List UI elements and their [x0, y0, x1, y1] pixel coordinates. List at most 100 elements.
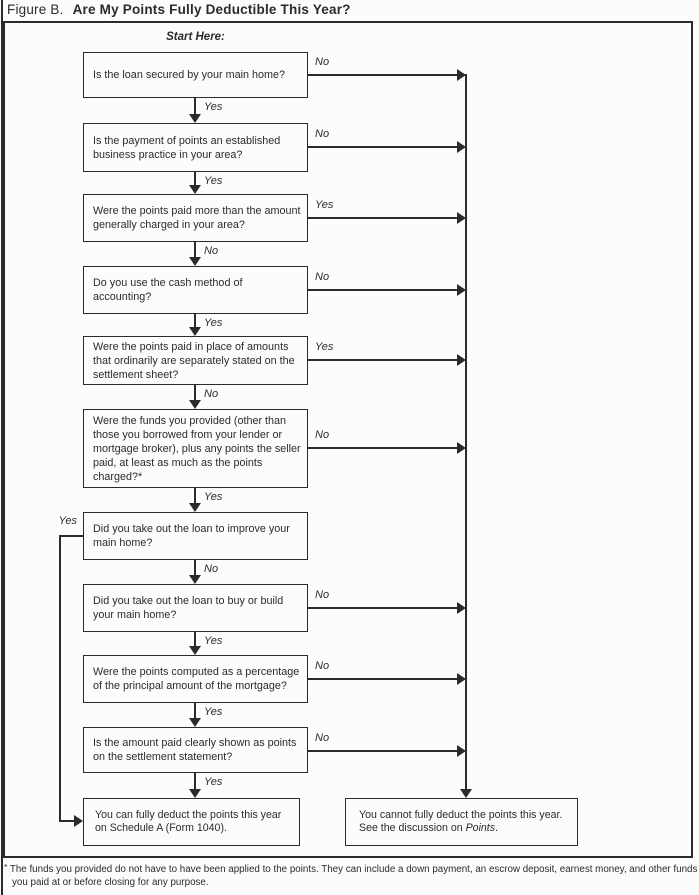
arrowhead-right-icon — [457, 69, 466, 81]
branch-line-9 — [307, 678, 457, 680]
arrowhead-down-icon — [189, 503, 201, 512]
down-branch-label: Yes — [204, 706, 223, 718]
branch-line-3 — [307, 217, 457, 219]
arrowhead-down-icon — [189, 718, 201, 727]
arrowhead-right-icon — [457, 212, 466, 224]
arrowhead-down-icon — [189, 575, 201, 584]
flow-line-down-1 — [194, 98, 196, 115]
arrowhead-down-icon — [460, 789, 472, 798]
flow-line-down-10 — [194, 773, 196, 790]
question-box-2: Is the payment of points an established … — [83, 123, 308, 172]
flow-line-down-6 — [194, 488, 196, 504]
flow-line-down-5 — [194, 385, 196, 401]
outcome-text: You cannot fully deduct the points this … — [359, 809, 573, 836]
arrowhead-right-icon — [457, 284, 466, 296]
question-box-9: Were the points computed as a percentage… — [83, 655, 308, 703]
arrowhead-down-icon — [189, 257, 201, 266]
question-box-7: Did you take out the loan to improve you… — [83, 512, 308, 560]
flow-line-down-8 — [194, 632, 196, 647]
down-branch-label: Yes — [204, 175, 223, 187]
question-text: Were the points paid more than the amoun… — [93, 205, 301, 231]
arrowhead-right-icon — [457, 673, 466, 685]
arrowhead-right-icon — [457, 442, 466, 454]
flow-line-down-4 — [194, 314, 196, 328]
question-box-6: Were the funds you provided (other than … — [83, 409, 308, 488]
arrowhead-down-icon — [189, 327, 201, 336]
figure-title-main: Are My Points Fully Deductible This Year… — [72, 2, 351, 17]
side-branch-label: No — [315, 128, 330, 140]
branch-line-4 — [307, 289, 457, 291]
flow-line-down-7 — [194, 560, 196, 576]
question-text: Do you use the cash method of accounting… — [93, 277, 243, 303]
question-text: Did you take out the loan to improve you… — [93, 523, 290, 549]
down-branch-label: Yes — [204, 317, 223, 329]
down-branch-label: No — [204, 245, 219, 257]
down-branch-label: Yes — [204, 101, 223, 113]
arrowhead-down-icon — [189, 114, 201, 123]
down-branch-label: Yes — [204, 635, 223, 647]
question-text: Is the payment of points an established … — [93, 134, 281, 161]
question-text: Were the points computed as a percentage… — [93, 666, 300, 692]
figure-title: Figure B. Are My Points Fully Deductible … — [7, 2, 351, 17]
branch-line-10 — [307, 750, 457, 752]
outcome-text-part: . — [495, 822, 499, 834]
side-branch-label: Yes — [315, 199, 334, 211]
loop-line-vertical — [59, 535, 61, 822]
question-box-8: Did you take out the loan to buy or buil… — [83, 584, 308, 632]
question-text: Did you take out the loan to buy or buil… — [93, 595, 284, 621]
question-box-5: Were the points paid in place of amounts… — [83, 336, 308, 385]
down-branch-label: No — [204, 563, 219, 575]
side-branch-label: Yes — [315, 341, 334, 353]
outcome-text-italic: Points — [465, 822, 496, 834]
down-branch-label: Yes — [204, 491, 223, 503]
branch-line-8 — [307, 607, 457, 609]
arrowhead-down-icon — [189, 646, 201, 655]
branch-line-5 — [307, 359, 457, 361]
loop-line-top — [60, 535, 84, 537]
arrowhead-right-icon — [457, 745, 466, 757]
page-left-border — [1, 0, 3, 895]
side-branch-label: No — [315, 429, 330, 441]
down-branch-label: No — [204, 388, 219, 400]
arrowhead-right-icon — [74, 815, 83, 827]
arrowhead-down-icon — [189, 185, 201, 194]
arrowhead-down-icon — [189, 789, 201, 798]
arrowhead-right-icon — [457, 141, 466, 153]
outcome-box-no-deduct: You cannot fully deduct the points this … — [345, 798, 578, 846]
outcome-text-part: You cannot fully deduct the points this … — [359, 808, 563, 835]
question-text: Is the amount paid clearly shown as poin… — [93, 737, 297, 763]
flow-line-down-2 — [194, 172, 196, 186]
down-branch-label: Yes — [204, 776, 223, 788]
loop-line-bottom — [59, 820, 75, 822]
flowchart-border — [3, 21, 693, 858]
flow-line-down-3 — [194, 242, 196, 258]
side-branch-label: No — [315, 271, 330, 283]
question-box-1: Is the loan secured by your main home? — [83, 52, 308, 98]
footnote: * The funds you provided do not have to … — [4, 861, 699, 889]
side-branch-label: Yes — [58, 515, 77, 527]
arrowhead-down-icon — [189, 400, 201, 409]
question-text: Were the funds you provided (other than … — [93, 414, 301, 483]
branch-line-1 — [307, 74, 457, 76]
side-branch-label: No — [315, 589, 330, 601]
collector-line — [465, 74, 467, 790]
side-branch-label: No — [315, 732, 330, 744]
footnote-marker: * — [4, 862, 8, 872]
side-branch-label: No — [315, 56, 330, 68]
figure-title-prefix: Figure B. — [7, 2, 64, 17]
outcome-text: You can fully deduct the points this yea… — [95, 808, 282, 835]
branch-line-6 — [307, 447, 457, 449]
question-box-10: Is the amount paid clearly shown as poin… — [83, 727, 308, 773]
question-text: Were the points paid in place of amounts… — [93, 340, 295, 381]
start-here-label: Start Here: — [166, 31, 225, 43]
side-branch-label: No — [315, 660, 330, 672]
branch-line-2 — [307, 146, 457, 148]
footnote-text: The funds you provided do not have to ha… — [9, 864, 698, 888]
arrowhead-right-icon — [457, 354, 466, 366]
arrowhead-right-icon — [457, 602, 466, 614]
question-box-3: Were the points paid more than the amoun… — [83, 194, 308, 242]
outcome-box-deduct: You can fully deduct the points this yea… — [83, 798, 300, 846]
question-text: Is the loan secured by your main home? — [93, 69, 286, 81]
question-box-4: Do you use the cash method of accounting… — [83, 266, 308, 314]
